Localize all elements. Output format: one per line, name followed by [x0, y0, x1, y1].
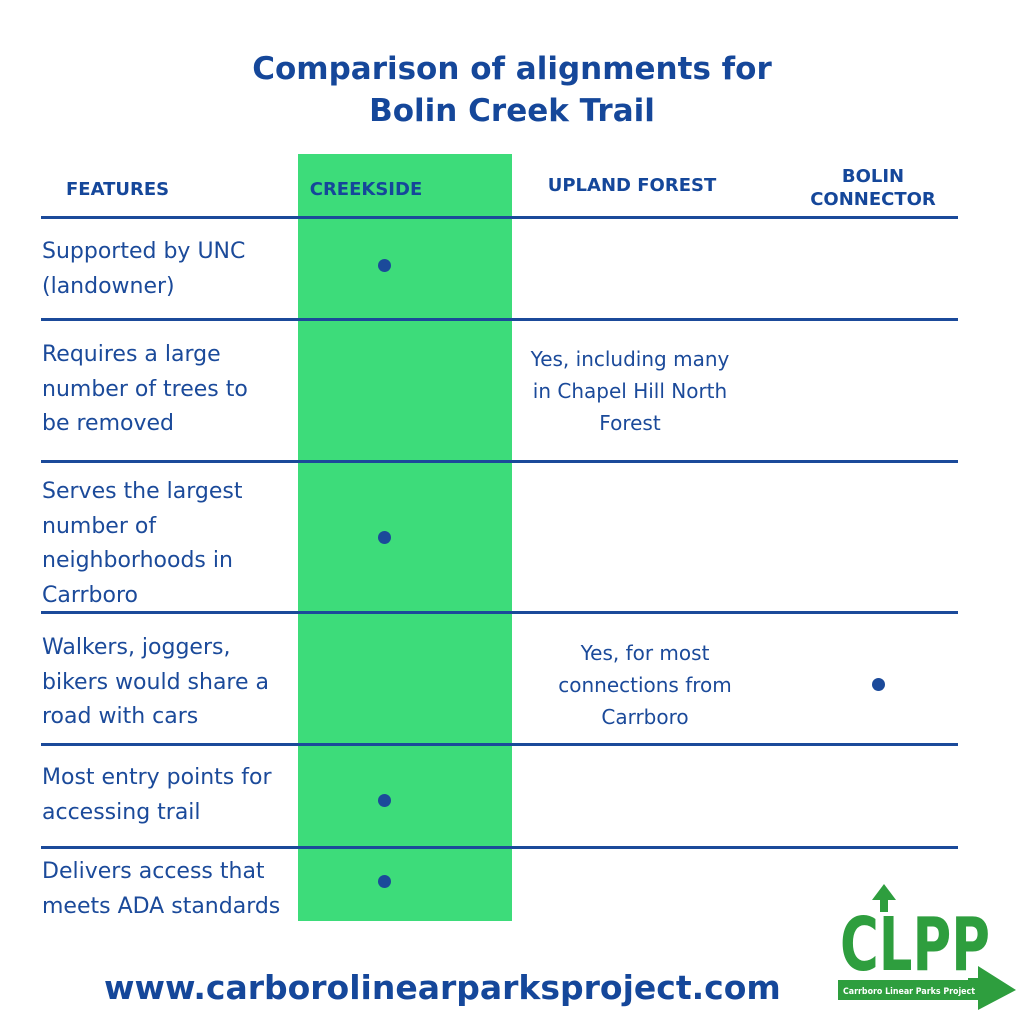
column-header-features: FEATURES	[66, 179, 170, 200]
creekside-marker-dot	[378, 875, 391, 888]
upland-forest-cell: Yes, for most connections from Carrboro	[558, 641, 732, 729]
row-divider	[41, 743, 958, 746]
creekside-column-highlight	[298, 154, 512, 921]
logo-tagline: Carrboro Linear Parks Project	[843, 987, 976, 997]
row-divider	[41, 318, 958, 321]
page-title: Comparison of alignments for Bolin Creek…	[0, 48, 1024, 132]
title-line-2: Bolin Creek Trail	[369, 93, 655, 129]
bolin-connector-marker-dot	[872, 678, 885, 691]
row-divider	[41, 460, 958, 463]
row-divider	[41, 216, 958, 219]
title-line-1: Comparison of alignments for	[252, 51, 772, 87]
logo-letters: CLPP	[840, 902, 990, 988]
feature-label: Requires a large number of trees to be r…	[42, 342, 248, 436]
feature-label: Delivers access that meets ADA standards	[42, 859, 281, 919]
row-divider	[41, 846, 958, 849]
bolin-connector-line-1: BOLIN	[841, 166, 905, 187]
creekside-marker-dot	[378, 794, 391, 807]
feature-label: Serves the largest number of neighborhoo…	[42, 479, 243, 608]
website-url[interactable]: www.carborolinearparksproject.com	[104, 968, 781, 1007]
creekside-marker-dot	[378, 531, 391, 544]
feature-label: Supported by UNC (landowner)	[42, 239, 246, 299]
feature-label: Most entry points for accessing trail	[42, 765, 272, 825]
column-header-creekside: CREEKSIDE	[309, 179, 423, 200]
bolin-connector-line-2: CONNECTOR	[810, 189, 936, 210]
upland-forest-cell: Yes, including many in Chapel Hill North…	[530, 347, 730, 435]
creekside-marker-dot	[378, 259, 391, 272]
feature-label: Walkers, joggers, bikers would share a r…	[42, 635, 269, 729]
row-divider	[41, 611, 958, 614]
column-header-bolin-connector: BOLIN CONNECTOR	[800, 165, 946, 211]
clpp-logo: CLPP Carrboro Linear Parks Project	[838, 884, 1016, 1010]
column-header-upland-forest: UPLAND FOREST	[547, 175, 717, 196]
